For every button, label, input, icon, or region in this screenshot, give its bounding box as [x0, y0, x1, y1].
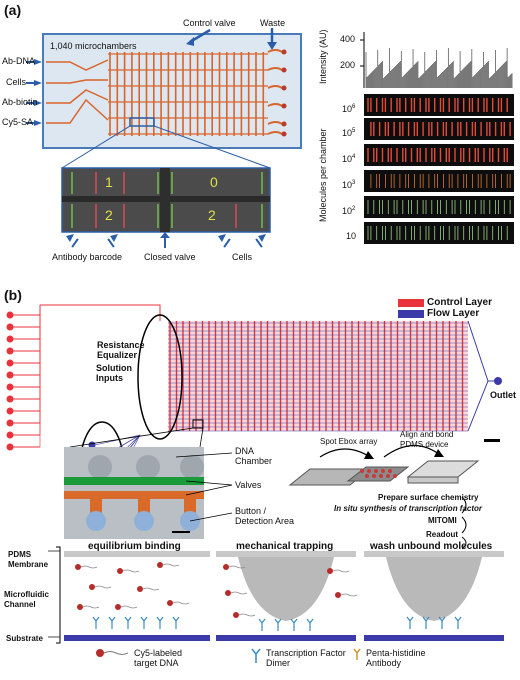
step-synthesis: In situ synthesis of transcription facto…: [334, 504, 482, 514]
molecules-tick-2: 105: [342, 126, 355, 138]
spot-ebox-label: Spot Ebox array: [320, 437, 377, 447]
zoom-number-3: 2: [105, 208, 113, 222]
legend-tf-label: Transcription Factor Dimer: [266, 648, 346, 668]
align-bond-label: Align and bond PDMS device: [400, 430, 462, 450]
cells-label: Cells: [232, 252, 252, 262]
stage-wash-label: wash unbound molecules: [370, 542, 492, 552]
outlet-port: [494, 377, 502, 385]
control-valve-label: Control valve: [183, 18, 236, 28]
button-detection-label: Button / Detection Area: [235, 506, 305, 526]
zoom-number-1: 1: [105, 175, 113, 189]
input-label-cells: Cells: [6, 77, 26, 87]
antibody-barcode-label: Antibody barcode: [52, 252, 122, 262]
outlet-label: Outlet: [490, 390, 516, 400]
step-prepare: Prepare surface chemistry: [378, 493, 479, 503]
waste-label: Waste: [260, 18, 285, 28]
scale-bar: [484, 439, 500, 442]
molecules-tick-5: 102: [342, 204, 355, 216]
molecules-tick-1: 106: [342, 102, 355, 114]
device-label: 1,040 microchambers: [50, 41, 137, 51]
legend-control-label: Control Layer: [427, 298, 492, 308]
input-arrows: [26, 59, 42, 126]
molecules-tick-6: 10: [346, 229, 356, 241]
input-label-ab-dna: Ab-DNA: [2, 56, 35, 66]
legend-dna-icon: [96, 649, 104, 657]
input-label-ab-biotin: Ab-biotin: [2, 97, 38, 107]
stage-equilibrium-label: equilibrium binding: [88, 542, 181, 552]
step-mitomi: MITOMI: [428, 516, 457, 526]
dna-chamber-label: DNA Chamber: [235, 446, 273, 466]
closed-valve-label: Closed valve: [144, 252, 196, 262]
legend-antibody-label: Penta-histidine Antibody: [366, 648, 436, 668]
solution-inputs-label: Solution Inputs: [96, 363, 136, 383]
resistance-equalizer-label: Resistance Equalizer: [97, 340, 155, 360]
legend-dna-label: Cy5-labeled target DNA: [134, 648, 204, 668]
zoom-number-4: 2: [208, 208, 216, 222]
microfluidic-channel-label: Microfluidic Channel: [4, 590, 58, 610]
legend-antibody-icon: [354, 649, 360, 660]
stage-panels: [48, 547, 504, 643]
intensity-tick-200: 200: [340, 60, 355, 70]
valves-label: Valves: [235, 480, 261, 490]
legend-dna-strand: [104, 652, 128, 655]
intensity-axis-label: Intensity (AU): [318, 29, 328, 84]
step-readout: Readout: [426, 530, 458, 540]
zoom-arrows: [66, 232, 266, 248]
stage-trapping-label: mechanical trapping: [236, 542, 333, 552]
device-frame: [43, 34, 301, 148]
inset-image: [64, 447, 204, 539]
molecules-tick-3: 104: [342, 152, 355, 164]
legend-tf-icon: [252, 649, 260, 663]
control-inputs: [7, 305, 161, 451]
pdms-membrane-label: PDMS Membrane: [8, 550, 48, 570]
intensity-tick-400: 400: [340, 34, 355, 44]
molecules-axis-label: Molecules per chamber: [318, 128, 328, 222]
substrate-label: Substrate: [6, 634, 43, 644]
molecules-tick-4: 103: [342, 178, 355, 190]
legend-control-swatch: [398, 299, 424, 307]
input-label-cy5-sa: Cy5-SA: [2, 117, 33, 127]
legend-flow-swatch: [398, 310, 424, 318]
zoom-number-2: 0: [210, 175, 218, 189]
legend-flow-label: Flow Layer: [427, 309, 479, 319]
molecule-strips: [364, 94, 514, 244]
intensity-plot: [360, 32, 512, 88]
